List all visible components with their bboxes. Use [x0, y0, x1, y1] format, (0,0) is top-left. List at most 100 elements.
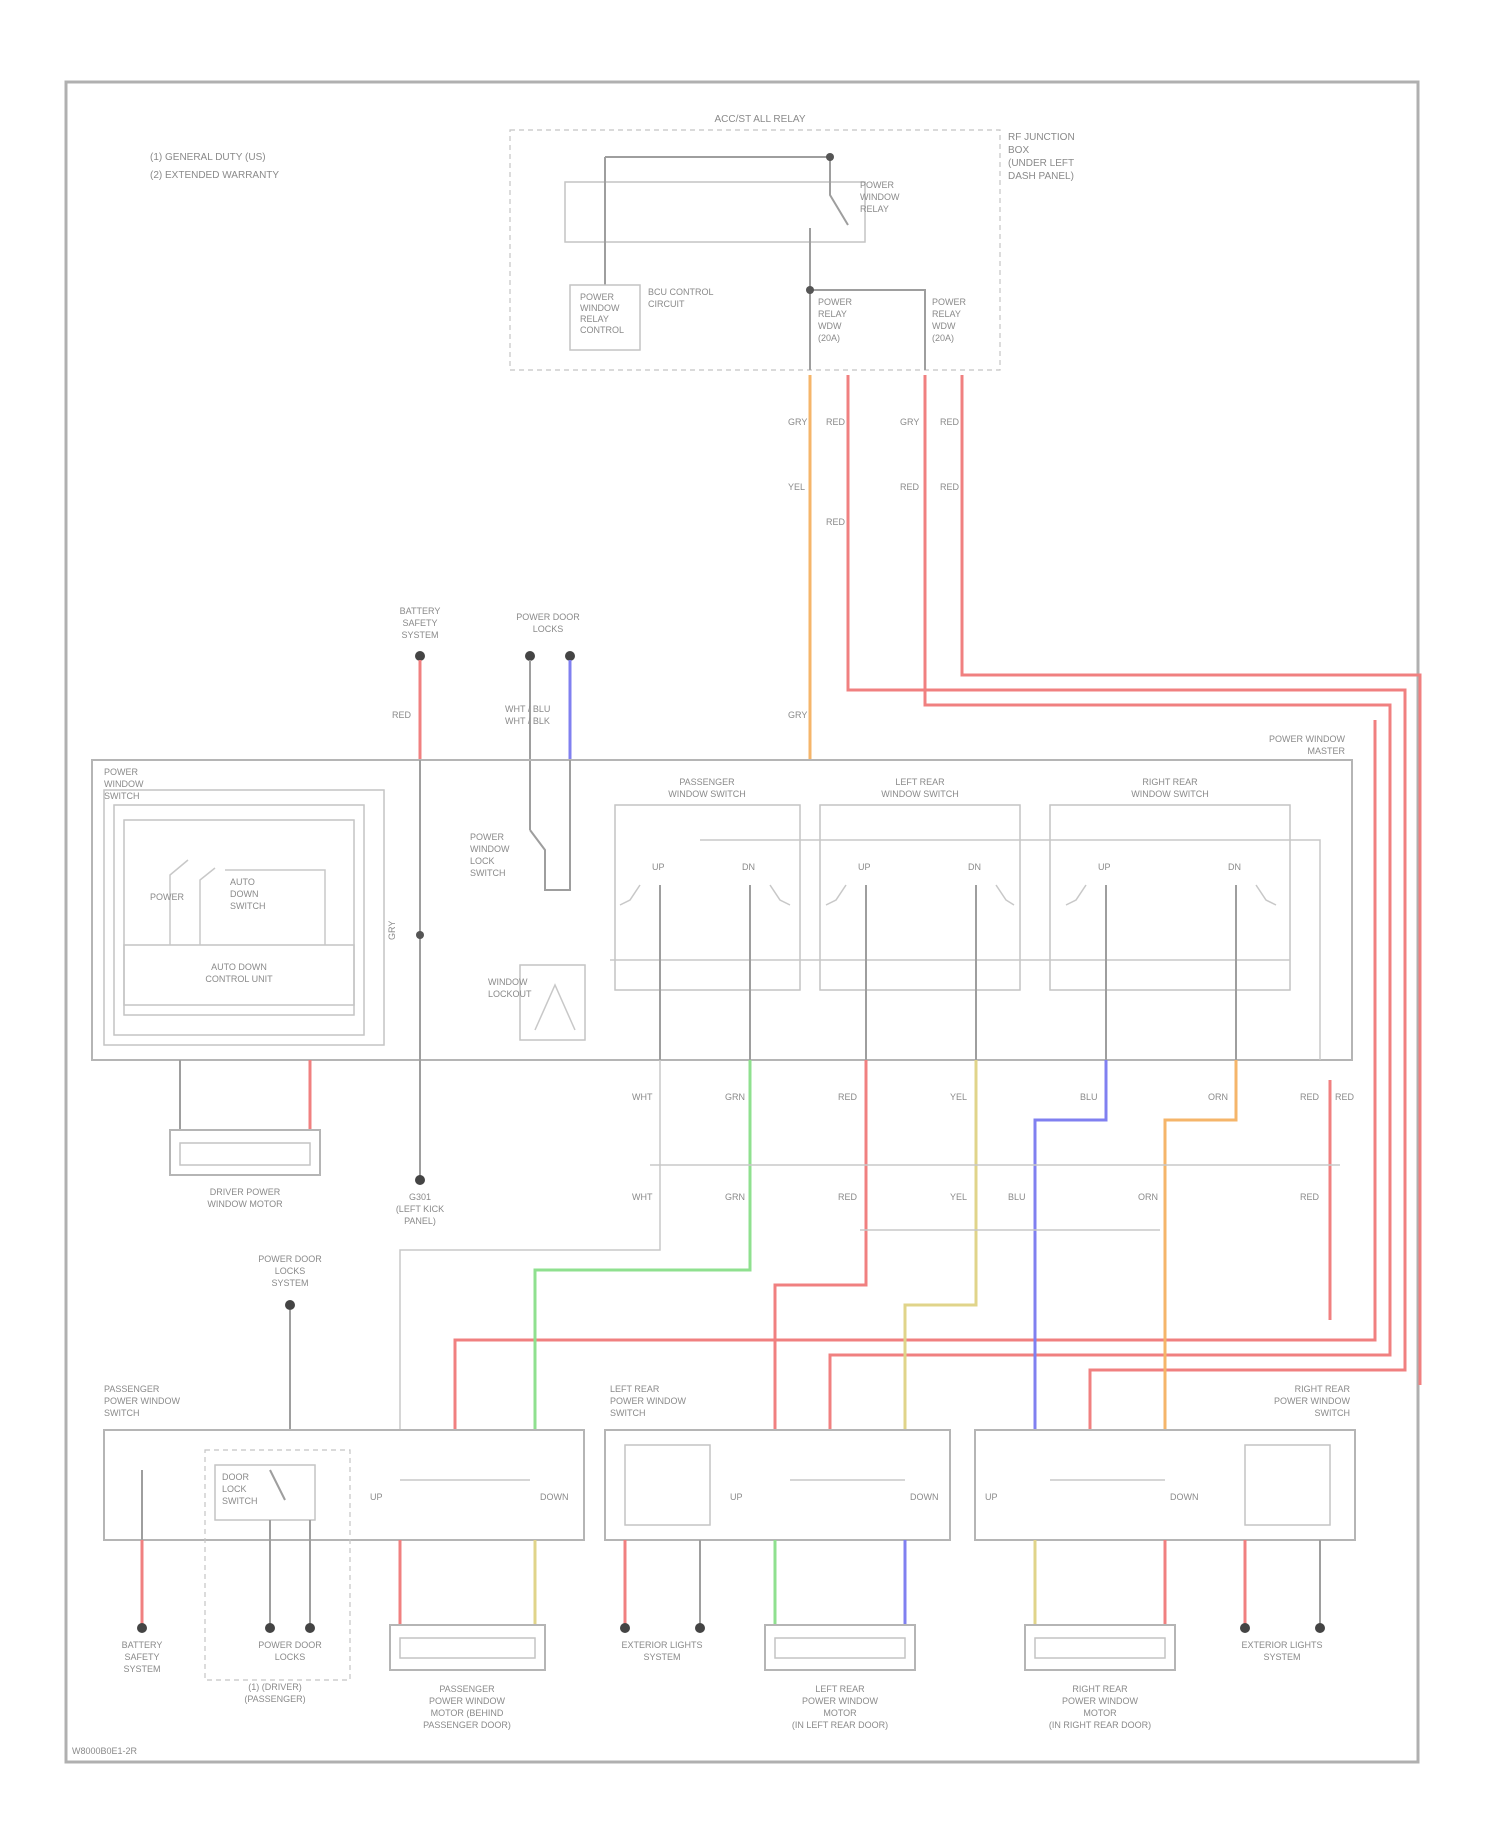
top-module-label-2: BOX — [1008, 145, 1029, 156]
lr-title-3: SWITCH — [610, 1408, 646, 1418]
pass-top-label-1: POWER DOOR — [258, 1254, 322, 1264]
lower-code-e1: WHT — [632, 1192, 653, 1202]
sw-pass-label-1: PASSENGER — [679, 777, 735, 787]
rr-title-1: RIGHT REAR — [1295, 1384, 1351, 1394]
sub-label-6: CIRCUIT — [648, 299, 685, 309]
pass-title-3: SWITCH — [104, 1408, 140, 1418]
fuse-left-3: WDW — [818, 321, 842, 331]
lr-up: UP — [730, 1492, 743, 1502]
lr-motor-1: LEFT REAR — [815, 1684, 865, 1694]
passenger-door-switch: POWER DOOR LOCKS SYSTEM PASSENGER POWER … — [104, 1254, 584, 1730]
top-module-title: ACC/ST ALL RELAY — [715, 114, 806, 125]
pass-ground-1: BATTERY — [122, 1640, 163, 1650]
rr-down: DOWN — [1170, 1492, 1199, 1502]
pass-ground-3: SYSTEM — [123, 1664, 160, 1674]
pass-lock-3: SWITCH — [222, 1496, 258, 1506]
lr-motor-2: POWER WINDOW — [802, 1696, 878, 1706]
upper-ground-label-2: SAFETY — [402, 618, 437, 628]
lr-ground-1: EXTERIOR LIGHTS — [621, 1640, 702, 1650]
sw-lr-label-2: WINDOW SWITCH — [881, 789, 958, 799]
lr-motor-3: MOTOR — [823, 1708, 857, 1718]
wire-code-b2: RED — [826, 517, 846, 527]
fuse-right-4: (20A) — [932, 333, 954, 343]
fuse-left-2: RELAY — [818, 309, 847, 319]
rr-motor-2: POWER WINDOW — [1062, 1696, 1138, 1706]
pass-lock-ground-2: LOCKS — [275, 1652, 306, 1662]
pass-lock-ground-1: POWER DOOR — [258, 1640, 322, 1650]
sw-lr-label-1: LEFT REAR — [895, 777, 945, 787]
wire-code-a4: RED — [940, 417, 960, 427]
upper-relay-label-2: LOCKS — [533, 624, 564, 634]
contact-dn-1: DN — [742, 862, 755, 872]
lr-title-1: LEFT REAR — [610, 1384, 660, 1394]
pass-lock-2: LOCK — [222, 1484, 247, 1494]
contacts-row: UP DN UP DN UP DN — [652, 862, 1241, 872]
master-title-2: MASTER — [1307, 746, 1345, 756]
master-switch-assembly: POWER WINDOW MASTER POWER WINDOW SWITCH … — [92, 734, 1352, 1060]
pass-ground-2: SAFETY — [124, 1652, 159, 1662]
contact-up-1: UP — [652, 862, 665, 872]
master-ground-1: G301 — [409, 1192, 431, 1202]
top-module-label-1: RF JUNCTION — [1008, 132, 1075, 143]
master-title-1b: POWER — [104, 767, 139, 777]
wire-code-a3: GRY — [900, 417, 919, 427]
wire-code-b4: RED — [940, 482, 960, 492]
upper-switch-code-2: WHT / BLK — [505, 716, 550, 726]
top-module: ACC/ST ALL RELAY RF JUNCTION BOX (UNDER … — [510, 114, 1075, 370]
master-ground-2: (LEFT KICK — [396, 1204, 444, 1214]
control-unit-2: CONTROL UNIT — [205, 974, 273, 984]
rr-title-2: POWER WINDOW — [1274, 1396, 1350, 1406]
dimmer-label-2: LOCKOUT — [488, 989, 532, 999]
lock-label-4: SWITCH — [470, 868, 506, 878]
wire-code-b3: RED — [900, 482, 920, 492]
lower-code-d2: GRN — [725, 1092, 745, 1102]
wire-code-c1: GRY — [788, 710, 807, 720]
lower-code-d4: YEL — [950, 1092, 967, 1102]
driver-motor-2: WINDOW MOTOR — [207, 1199, 283, 1209]
master-title-1: POWER WINDOW — [1269, 734, 1345, 744]
lower-code-e4: YEL — [950, 1192, 967, 1202]
sub-label-5: BCU CONTROL — [648, 287, 714, 297]
contact-up-2: UP — [858, 862, 871, 872]
footer-code: W8000B0E1-2R — [72, 1746, 138, 1756]
fuse-right-3: WDW — [932, 321, 956, 331]
right-rear-door-switch: RIGHT REAR POWER WINDOW SWITCH UP DOWN R… — [975, 1384, 1355, 1730]
auto-label-3: SWITCH — [230, 901, 266, 911]
contact-dn-2: DN — [968, 862, 981, 872]
master-title-3b: SWITCH — [104, 791, 140, 801]
lr-down: DOWN — [910, 1492, 939, 1502]
wire-code-a2: RED — [826, 417, 846, 427]
rr-up: UP — [985, 1492, 998, 1502]
lower-code-d3: RED — [838, 1092, 858, 1102]
sub-label-3: RELAY — [580, 314, 609, 324]
pass-title-1: PASSENGER — [104, 1384, 160, 1394]
upper-red-code: RED — [392, 710, 412, 720]
dimmer-label-1: WINDOW — [488, 977, 528, 987]
sw-rr-label-2: WINDOW SWITCH — [1131, 789, 1208, 799]
control-unit-1: AUTO DOWN — [211, 962, 267, 972]
pass-top-label-2: LOCKS — [275, 1266, 306, 1276]
lower-code-d5: BLU — [1080, 1092, 1098, 1102]
wire-code-a1: GRY — [788, 417, 807, 427]
sub-label-1: POWER — [580, 292, 615, 302]
upper-ground-label-3: SYSTEM — [401, 630, 438, 640]
contact-dn-3: DN — [1228, 862, 1241, 872]
rr-motor-4: (IN RIGHT REAR DOOR) — [1049, 1720, 1151, 1730]
pass-down: DOWN — [540, 1492, 569, 1502]
lower-code-e2: GRN — [725, 1192, 745, 1202]
fuse-right-1: POWER — [932, 297, 967, 307]
sub-label-2: WINDOW — [580, 303, 620, 313]
top-switch-label-3: RELAY — [860, 204, 889, 214]
lower-code-d1: WHT — [632, 1092, 653, 1102]
pass-title-2: POWER WINDOW — [104, 1396, 180, 1406]
master-ground: G301 (LEFT KICK PANEL) — [396, 1060, 444, 1226]
sw-pass-label-2: WINDOW SWITCH — [668, 789, 745, 799]
lower-code-e7: RED — [1300, 1192, 1320, 1202]
pass-lock-1: DOOR — [222, 1472, 250, 1482]
pass-up: UP — [370, 1492, 383, 1502]
contact-up-3: UP — [1098, 862, 1111, 872]
upper-relay-label-1: POWER DOOR — [516, 612, 580, 622]
driver-motor: DRIVER POWER WINDOW MOTOR — [170, 1060, 320, 1209]
lower-code-d7: RED — [1300, 1092, 1320, 1102]
fuse-left-4: (20A) — [818, 333, 840, 343]
